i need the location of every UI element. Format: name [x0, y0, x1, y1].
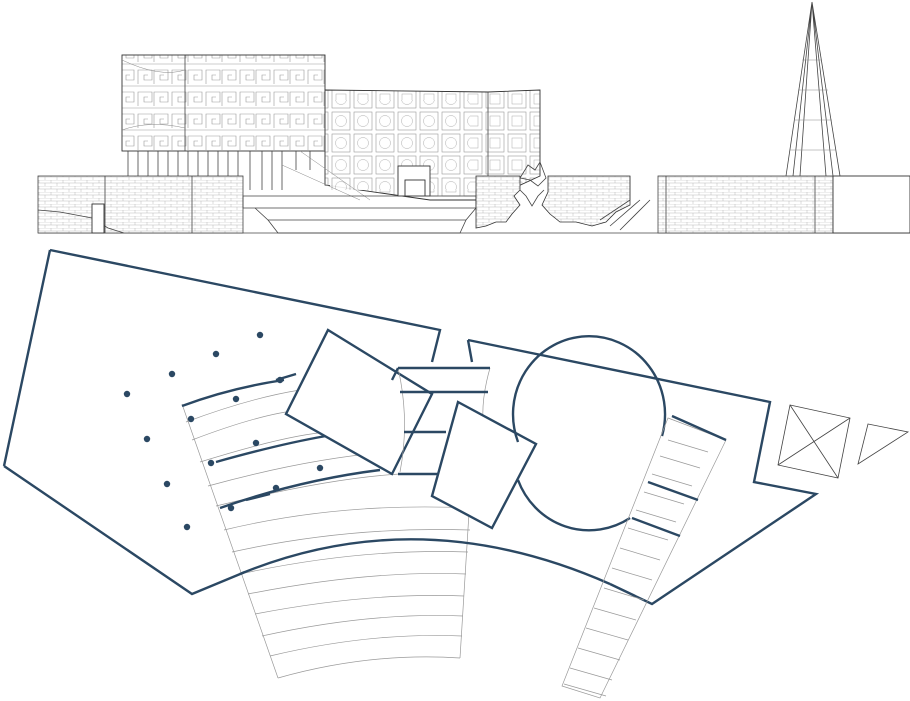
- tilted-block-b: [430, 400, 538, 530]
- plan-outer-wall-right: [466, 338, 820, 606]
- right-brick-wing: [657, 175, 910, 234]
- curved-wall-2: [215, 434, 327, 464]
- entrance-block: [242, 165, 477, 234]
- spire: [785, 1, 841, 177]
- triangle-pavilion: [857, 423, 910, 465]
- grid-volume: [281, 89, 541, 201]
- tilted-block-a: [284, 328, 434, 476]
- middle-brick-wall: [475, 161, 661, 233]
- curved-main-wall: [239, 538, 611, 586]
- square-pavilion: [777, 404, 851, 479]
- meander-volume: [121, 54, 326, 190]
- plan-drawing: [2, 248, 910, 699]
- sculpture-figure: [519, 161, 547, 187]
- wall-fragments: [245, 372, 297, 502]
- elevation-drawing: [37, 1, 910, 234]
- curved-wall-1: [181, 378, 285, 408]
- round-hall: [511, 335, 667, 532]
- amphitheatre-steps: [181, 389, 475, 679]
- plan-outer-wall-left: [2, 248, 442, 596]
- left-brick-wing: [37, 175, 244, 234]
- stair-ramp: [561, 414, 727, 699]
- curved-wall-3: [219, 468, 381, 510]
- columns: [123, 331, 324, 531]
